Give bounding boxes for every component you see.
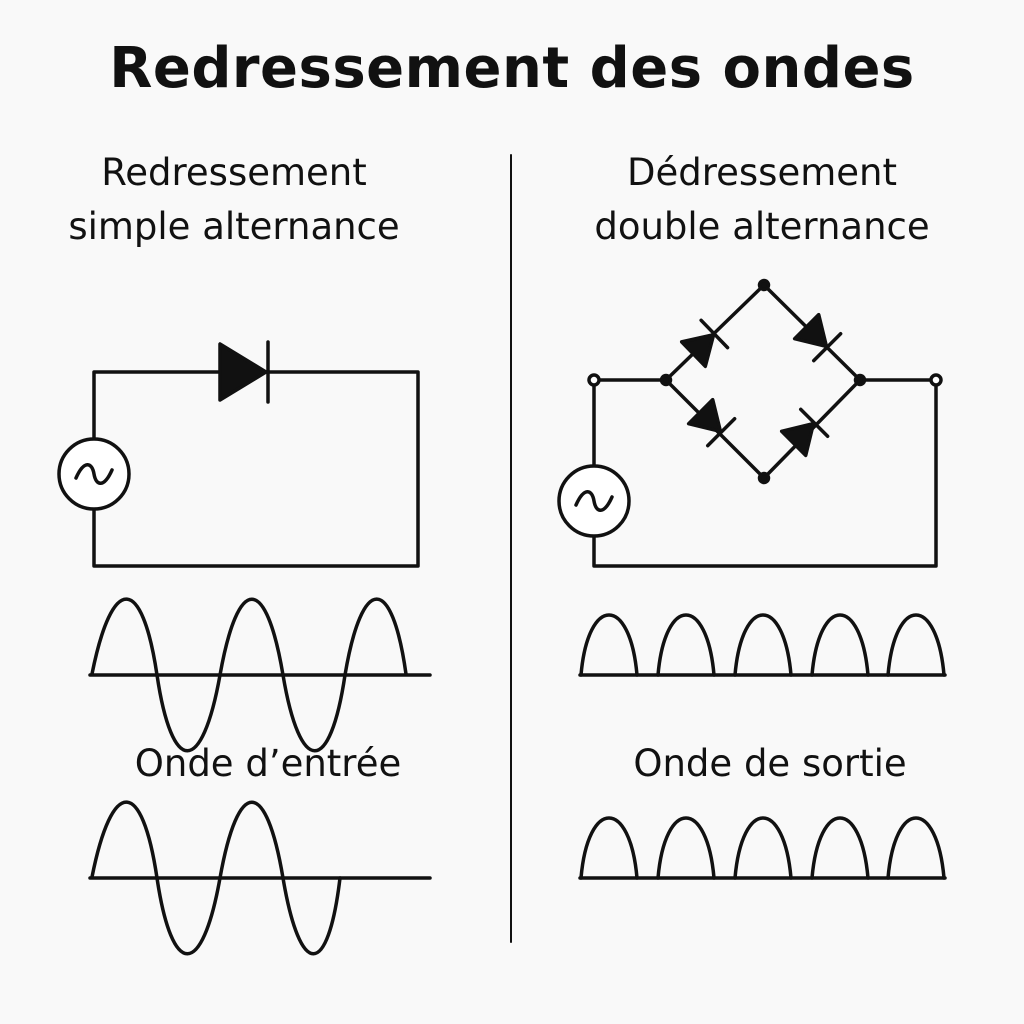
output-hump-2 (656, 816, 716, 880)
input-terminal (587, 373, 601, 387)
upper-sine-curve (90, 597, 408, 753)
input-sine-curve (90, 800, 342, 956)
output-hump-1 (579, 816, 639, 880)
upper-hump-3 (733, 613, 793, 677)
upper-sine-wave (88, 597, 432, 753)
upper-hump-5 (886, 613, 946, 677)
ac-source-icon (57, 437, 131, 511)
left-section-title-line2: simple alternance (68, 205, 400, 248)
output-hump-4 (810, 816, 870, 880)
output-wave-caption: Onde de sortie (633, 742, 907, 785)
left-section-title-line1: Redressement (101, 151, 367, 194)
output-hump-5 (886, 816, 946, 880)
output-hump-3 (733, 816, 793, 880)
diode-icon (218, 340, 270, 404)
right-section-title: Dédressement double alternance (562, 146, 962, 254)
half-wave-circuit (57, 340, 420, 568)
upper-hump-2 (656, 613, 716, 677)
half-wave-circuit-wires (92, 370, 420, 568)
bridge-diode-lower-right (779, 407, 830, 458)
left-section-title: Redressement simple alternance (34, 146, 434, 254)
right-section-title-line1: Dédressement (627, 151, 897, 194)
bridge-diode-lower-left (686, 397, 737, 448)
input-sine-wave (88, 800, 432, 956)
right-section-title-line2: double alternance (594, 205, 930, 248)
bridge-diode-upper-right (792, 312, 843, 363)
diode-bridge-icon (659, 278, 867, 485)
page-title: Redressement des ondes (109, 36, 915, 101)
bridge-wires (664, 283, 862, 480)
full-wave-circuit (557, 278, 943, 568)
upper-hump-4 (810, 613, 870, 677)
output-rectified-wave (578, 816, 947, 880)
upper-rectified-wave (578, 613, 947, 677)
upper-hump-1 (579, 613, 639, 677)
output-terminal (929, 373, 943, 387)
ac-source-icon (557, 464, 631, 538)
input-wave-caption: Onde d’entrée (134, 742, 402, 785)
bridge-diode-upper-left (679, 318, 730, 369)
